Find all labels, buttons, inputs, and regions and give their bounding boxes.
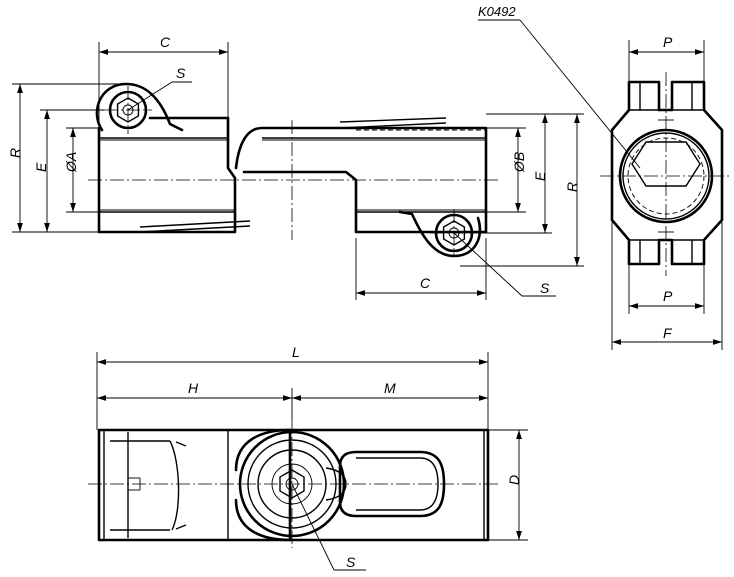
dim-label-s-topview: S [346, 554, 356, 570]
dim-label-m: M [384, 380, 396, 396]
dim-label-e-right: E [532, 171, 548, 181]
dim-label-l: L [292, 344, 300, 360]
dim-label-b: ØB [511, 152, 527, 173]
left-clamp [97, 116, 251, 234]
dim-label-r-left: R [7, 148, 23, 158]
dim-label-p-bottom: P [663, 288, 673, 304]
top-view [88, 420, 500, 548]
side-view [600, 72, 732, 276]
dim-label-e-left: E [33, 162, 49, 172]
front-view-dimensions: C S R E ØA ØB E R [7, 4, 641, 300]
dim-label-a: ØA [63, 152, 79, 173]
top-view-dimensions: L H M D S [96, 344, 528, 571]
left-screw-boss [95, 82, 184, 134]
dim-label-c-bottom: C [420, 275, 431, 291]
dim-label-h: H [188, 380, 199, 396]
dim-label-s-bottom: S [540, 280, 550, 296]
dim-label-p-top: P [663, 34, 673, 50]
side-view-dimensions: P P F [611, 34, 723, 350]
part-code-label: K0492 [478, 4, 516, 19]
dim-label-f: F [663, 325, 673, 341]
front-view [88, 82, 500, 258]
dim-label-s-top: S [176, 65, 186, 81]
dim-label-r-right: R [564, 182, 580, 192]
dim-label-d: D [506, 475, 522, 485]
dim-label-c-top: C [160, 34, 171, 50]
right-clamp [234, 117, 488, 234]
